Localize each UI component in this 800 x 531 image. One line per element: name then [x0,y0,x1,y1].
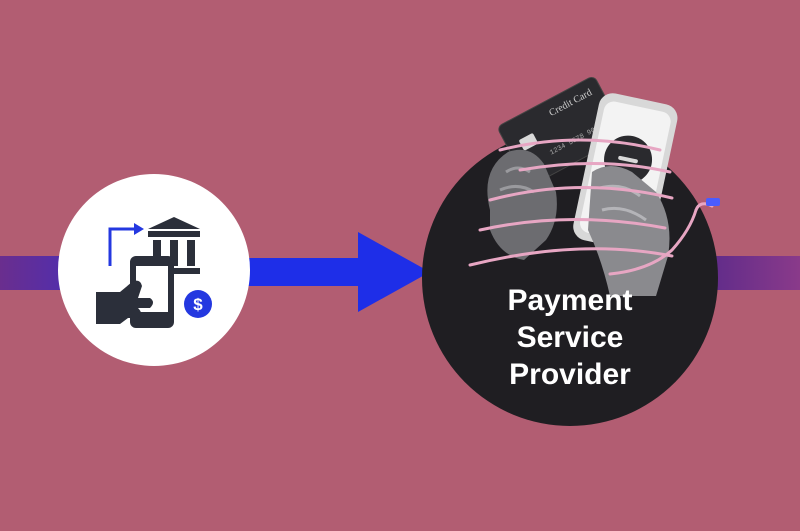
provider-label-line-3: Provider [509,358,631,391]
provider-node [422,130,718,426]
svg-text:$: $ [193,295,203,314]
hands-card-phone-photo: Credit Card 1234 5678 9012 [468,76,720,296]
pink-wire [468,138,714,276]
provider-label: Payment Service Provider [440,282,700,393]
provider-label-line-1: Payment [507,284,633,317]
usb-plug [706,198,720,206]
mobile-bank-payment-icon: $ [96,217,212,328]
provider-label-line-2: Service [516,321,624,354]
customer-node: $ [58,174,250,366]
right-arrow-icon [230,232,430,312]
